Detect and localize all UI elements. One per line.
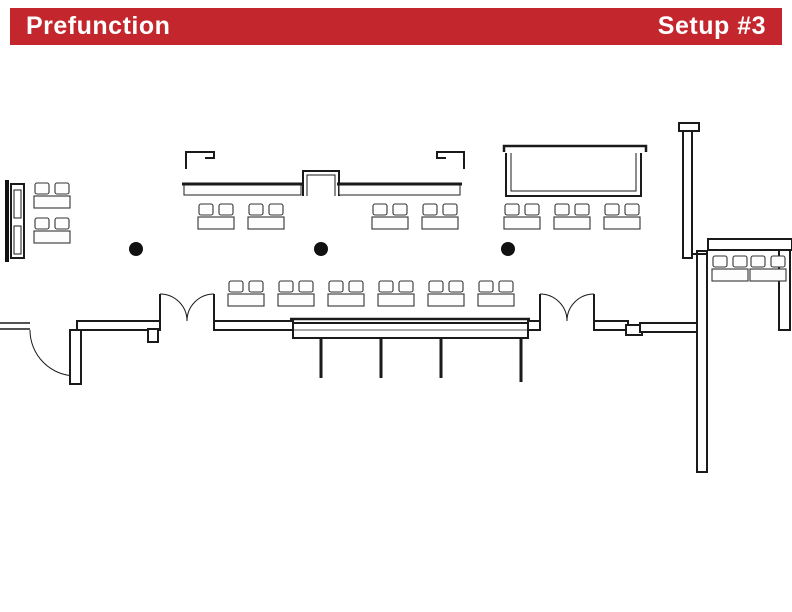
wall-left-panel (10, 183, 25, 259)
wall-upper-right-vertical (682, 126, 693, 259)
door-a-right-arc (186, 293, 215, 322)
seat-group (247, 203, 285, 230)
seat-group (277, 280, 315, 307)
wall-right-vertical (696, 250, 708, 473)
long-table (292, 322, 529, 339)
wall-left-panel-inset-bottom (13, 225, 22, 255)
wall-segment-e (639, 322, 699, 333)
door-b-right-arc (566, 293, 595, 322)
seat-group (603, 203, 641, 230)
door-arc-left (29, 329, 77, 377)
u-table-outer (505, 153, 642, 197)
wall-far-right (778, 249, 791, 331)
top-wall-line (502, 144, 648, 152)
seat-group (421, 203, 459, 230)
seat-group (377, 280, 415, 307)
wall-left-panel-bar (5, 180, 9, 262)
seat-group (227, 280, 265, 307)
seat-group (197, 203, 235, 230)
page-title-left: Prefunction (26, 12, 171, 40)
wall-recess-inner (306, 174, 336, 196)
column (501, 242, 515, 256)
seat-group (427, 280, 465, 307)
wall-segment-a (76, 320, 161, 331)
table-supports (319, 338, 523, 382)
seat-group (33, 217, 71, 244)
wall-upper-right-cap (678, 122, 700, 132)
wall-left-panel-inset-top (13, 189, 22, 219)
head-table-a (183, 183, 302, 196)
page-title-right: Setup #3 (657, 12, 766, 40)
seat-group (371, 203, 409, 230)
seat-group (33, 182, 71, 209)
columns-layer (129, 242, 515, 256)
wall-left-bottom (69, 329, 82, 385)
wall-left-thin (0, 322, 30, 330)
head-table-b (338, 183, 461, 196)
walls-layer (0, 122, 792, 473)
wall-pier (147, 328, 159, 343)
wall-segment-c (527, 320, 541, 331)
seat-group (711, 255, 749, 282)
seat-group (327, 280, 365, 307)
wall-upper-right-horizontal (707, 238, 792, 251)
seat-group (749, 255, 787, 282)
door-b-left-arc (539, 293, 568, 322)
column (314, 242, 328, 256)
seat-group (477, 280, 515, 307)
tables-layer (182, 144, 648, 197)
furniture-layer (33, 182, 787, 307)
wall-segment-d (593, 320, 629, 331)
door-a-left-arc (159, 293, 188, 322)
wall-segment-b (213, 320, 294, 331)
u-table-inner (510, 153, 637, 192)
screen-symbol-left (185, 151, 215, 169)
screen-symbol-right (436, 151, 465, 169)
seat-group (553, 203, 591, 230)
title-bar: Prefunction Setup #3 (10, 8, 782, 45)
seat-group (503, 203, 541, 230)
column (129, 242, 143, 256)
